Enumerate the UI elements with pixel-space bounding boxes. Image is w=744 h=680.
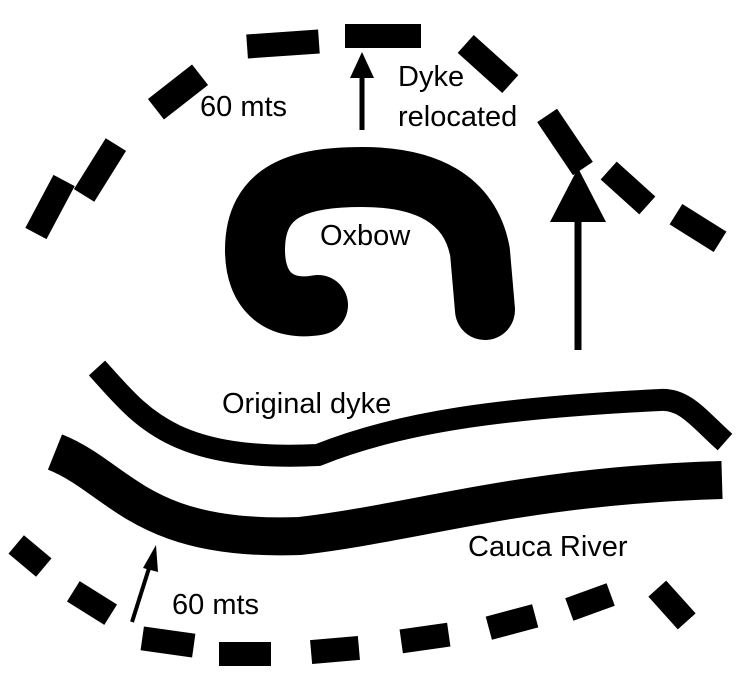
dash <box>600 161 656 215</box>
dash <box>310 635 360 665</box>
original-dyke-label: Original dyke <box>222 388 392 420</box>
dash <box>147 64 209 120</box>
relocated-dyke-bottom-dashed <box>8 535 696 666</box>
dash <box>73 138 127 202</box>
dash <box>345 24 421 48</box>
dash <box>219 642 271 666</box>
dash <box>669 204 727 252</box>
top-distance-label: 60 mts <box>200 91 288 123</box>
relocated-dyke-top-dashed <box>25 24 727 252</box>
dash <box>246 29 320 59</box>
dyke-relocated-label-line2: relocated <box>398 101 518 133</box>
arrow-right <box>550 168 606 350</box>
dyke-relocated-label-line1: Dyke <box>398 61 465 93</box>
dash <box>66 581 118 625</box>
dash <box>485 604 539 640</box>
dash <box>457 35 519 93</box>
oxbow-label: Oxbow <box>320 220 411 252</box>
arrow-top <box>350 52 374 130</box>
cauca-river-line <box>47 434 723 556</box>
dash <box>565 583 615 621</box>
arrow-bottom <box>130 545 158 623</box>
bottom-distance-label: 60 mts <box>172 589 260 621</box>
dash <box>25 174 75 240</box>
cauca-river-label: Cauca River <box>468 531 628 563</box>
dash <box>648 580 696 630</box>
original-dyke-line <box>88 360 733 467</box>
oxbow-shape <box>224 146 515 340</box>
dash <box>140 626 196 658</box>
dash <box>537 108 593 176</box>
dash <box>399 622 451 654</box>
dash <box>8 535 52 577</box>
